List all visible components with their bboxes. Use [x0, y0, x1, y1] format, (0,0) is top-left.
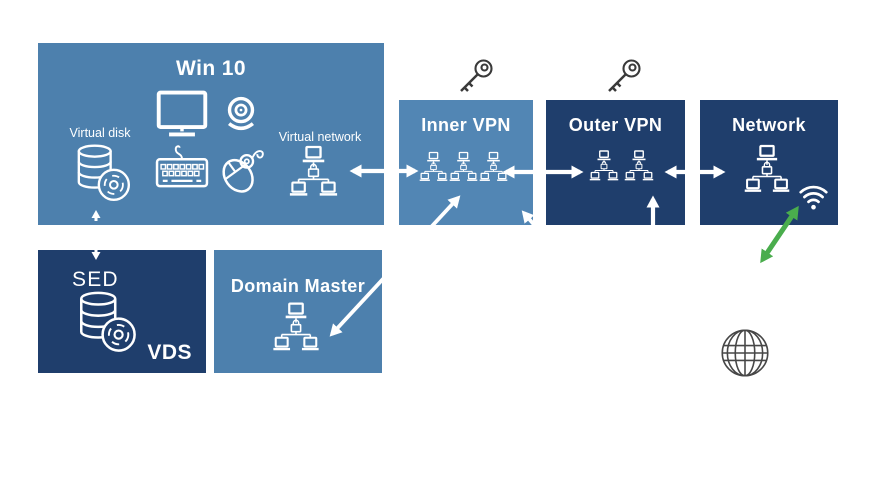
domain-master-title: Domain Master	[230, 276, 366, 296]
key-icon	[608, 59, 641, 92]
network-icon	[588, 150, 620, 184]
box-network: Network	[700, 100, 838, 225]
box-outer-vpn: Outer VPN	[546, 100, 685, 225]
network-icon	[742, 144, 792, 198]
outer-vpn-title: Outer VPN	[568, 115, 663, 135]
network-icon	[287, 145, 340, 202]
network-icon	[623, 150, 655, 184]
wifi-icon	[799, 185, 828, 210]
globe-icon	[721, 329, 769, 377]
box-win10: Win 10 Virtual disk	[38, 43, 384, 225]
vds-badge: VDS	[147, 341, 192, 364]
mouse-icon	[222, 150, 264, 193]
network-icon	[478, 151, 509, 185]
box-domain-master: Domain Master	[214, 250, 382, 373]
webcam-icon	[227, 96, 255, 131]
monitor-icon	[156, 90, 208, 137]
network-icon	[270, 302, 322, 356]
database-disc-icon	[72, 143, 132, 203]
key-icon	[460, 59, 493, 92]
win10-title: Win 10	[176, 57, 246, 80]
keyboard-icon	[155, 145, 209, 188]
database-disc-icon	[74, 290, 138, 354]
box-inner-vpn: Inner VPN	[399, 100, 533, 225]
virtual-network-label: Virtual network	[278, 130, 362, 144]
inner-vpn-title: Inner VPN	[421, 115, 511, 135]
box-sed: SED VDS	[38, 250, 206, 373]
network-icon	[448, 151, 479, 185]
virtual-disk-label: Virtual disk	[69, 126, 131, 140]
sed-title: SED	[72, 268, 119, 291]
network-title: Network	[732, 115, 806, 135]
network-icon	[418, 151, 449, 185]
